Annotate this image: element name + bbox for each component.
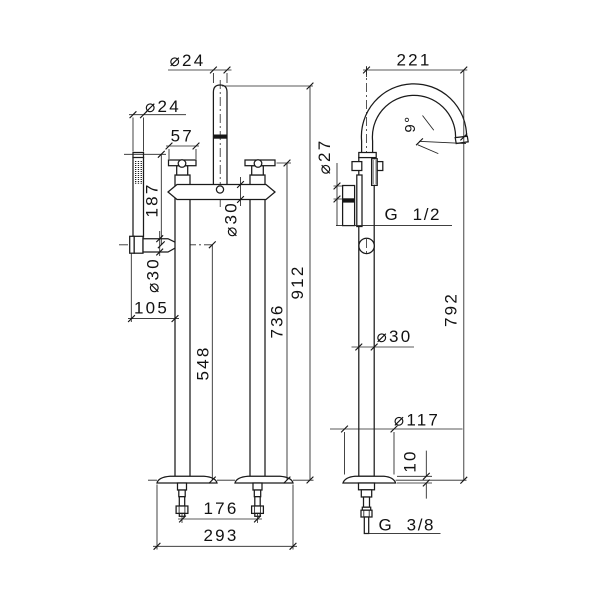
dim-label-total-height: 912	[288, 265, 307, 300]
dim-tail-spacing: 176	[178, 499, 262, 523]
dim-label-base-span: 293	[204, 526, 239, 545]
anchor-tail	[363, 516, 370, 535]
dim-spout-angle: 9°	[402, 115, 467, 154]
dim-label-holder-height: 548	[194, 346, 213, 381]
anchor-stem	[178, 489, 186, 498]
dim-label-handshower-offset: 105	[134, 299, 169, 318]
riser-joint-band	[213, 134, 227, 139]
inlet-stub	[341, 184, 356, 227]
anchor-pipe	[254, 496, 261, 507]
holder-cap-outer	[129, 235, 135, 254]
anchor-flange	[176, 482, 188, 491]
dim-base-span: 293	[153, 484, 297, 551]
spout-riser-pipe	[212, 84, 228, 186]
dim-holder-height: 548	[194, 240, 217, 484]
left-column	[174, 174, 191, 478]
left-handle-hub	[177, 159, 187, 168]
holder-tube	[142, 238, 183, 253]
dim-label-handle-width: 57	[171, 127, 194, 146]
escutcheon-plate	[356, 174, 363, 228]
dim-label-body-diameter: ⌀30	[222, 201, 241, 237]
dim-label-handshower-height: 187	[143, 183, 162, 218]
dim-spout-reach: 221	[362, 51, 468, 77]
spray-face-dots	[135, 161, 142, 184]
anchor-nut-facets	[254, 506, 261, 514]
dim-handle-height: 736	[268, 159, 291, 484]
anchor-pipe	[178, 496, 186, 507]
dim-label-tail-spacing: 176	[204, 499, 239, 518]
dim-total-height: 912	[222, 82, 314, 484]
shower-holder	[129, 235, 183, 254]
dim-base-plate-thickness: 10	[397, 449, 432, 499]
dim-label-handshower-diameter: ⌀24	[145, 97, 181, 116]
dim-label-spout-angle: 9°	[402, 115, 419, 132]
dim-label-handle-height: 736	[268, 304, 287, 339]
anchor-nut	[250, 505, 265, 515]
side-dimensions: 221 792 9° ⌀27 G 1/2 ⌀30	[315, 51, 468, 535]
anchor-nut-facets	[363, 510, 370, 517]
dim-label-supply-thread: G 3/8	[379, 516, 436, 535]
left-column-assembly	[167, 159, 197, 478]
front-view	[119, 80, 294, 523]
side-view	[341, 66, 469, 535]
holder-cap-inner	[133, 235, 144, 254]
dim-inlet-thread: G 1/2	[336, 205, 452, 227]
anchor-stem	[360, 489, 373, 498]
dim-label-holder-diameter: ⌀30	[144, 257, 163, 293]
front-dimensions: ⌀24 912 ⌀24 57 187 ⌀30	[124, 51, 314, 551]
dim-base-plate-diameter: ⌀117	[330, 411, 463, 475]
column-collar	[358, 151, 377, 159]
anchor-flange	[252, 482, 263, 491]
dim-handshower-height: 187	[124, 150, 166, 249]
dim-spout-height: 792	[442, 70, 468, 485]
base-plate-left	[156, 475, 218, 484]
base-plate-right	[234, 475, 294, 484]
shower-edge-body	[370, 158, 378, 187]
curved-spout	[360, 83, 469, 154]
dim-handshower-diameter: ⌀24	[129, 97, 186, 152]
floor-anchor-right	[250, 482, 265, 523]
spout-inner-wall	[371, 94, 457, 154]
dim-label-column-diameter: ⌀30	[377, 327, 413, 346]
dim-column-diameter: ⌀30	[351, 327, 414, 351]
anchor-nut-facets	[178, 506, 186, 514]
anchor-flange	[357, 482, 376, 491]
floor-anchor-side	[357, 482, 376, 535]
anchor-stem	[253, 489, 262, 498]
dim-label-base-plate-thickness: 10	[400, 449, 419, 472]
dim-spout-diameter: ⌀24	[168, 51, 232, 83]
handle-stub-front	[351, 160, 363, 172]
dim-supply-thread: G 3/8	[365, 516, 441, 535]
inlet-stub-body	[341, 184, 356, 227]
dim-label-inlet-thread: G 1/2	[385, 205, 442, 224]
mixer-body	[167, 183, 276, 201]
anchor-pipe	[362, 496, 371, 508]
spout-outer-wall	[360, 83, 468, 154]
dim-label-spout-diameter: ⌀24	[170, 51, 206, 70]
right-handle-hub	[253, 159, 263, 168]
dim-handle-width: 57	[165, 127, 200, 159]
anchor-nut	[360, 509, 373, 518]
dim-body-diameter: ⌀30	[222, 177, 245, 237]
base-plate-side	[342, 475, 397, 484]
dim-holder-diameter: ⌀30	[144, 231, 164, 293]
dim-handshower-offset: 105	[127, 253, 179, 323]
dim-label-spout-height: 792	[442, 292, 461, 327]
diverter-hub	[215, 185, 225, 194]
riser-outline	[212, 84, 228, 186]
hand-shower-edge	[370, 158, 378, 187]
dim-label-inlet-diameter: ⌀27	[315, 139, 334, 175]
inlet-stub-band	[343, 198, 355, 203]
anchor-nut	[175, 505, 189, 515]
dim-inlet-diameter: ⌀27	[315, 139, 344, 226]
dim-label-base-plate-diameter: ⌀117	[394, 411, 440, 430]
right-column	[249, 174, 266, 478]
dim-label-spout-reach: 221	[397, 51, 432, 70]
floor-anchor-left	[175, 482, 189, 523]
